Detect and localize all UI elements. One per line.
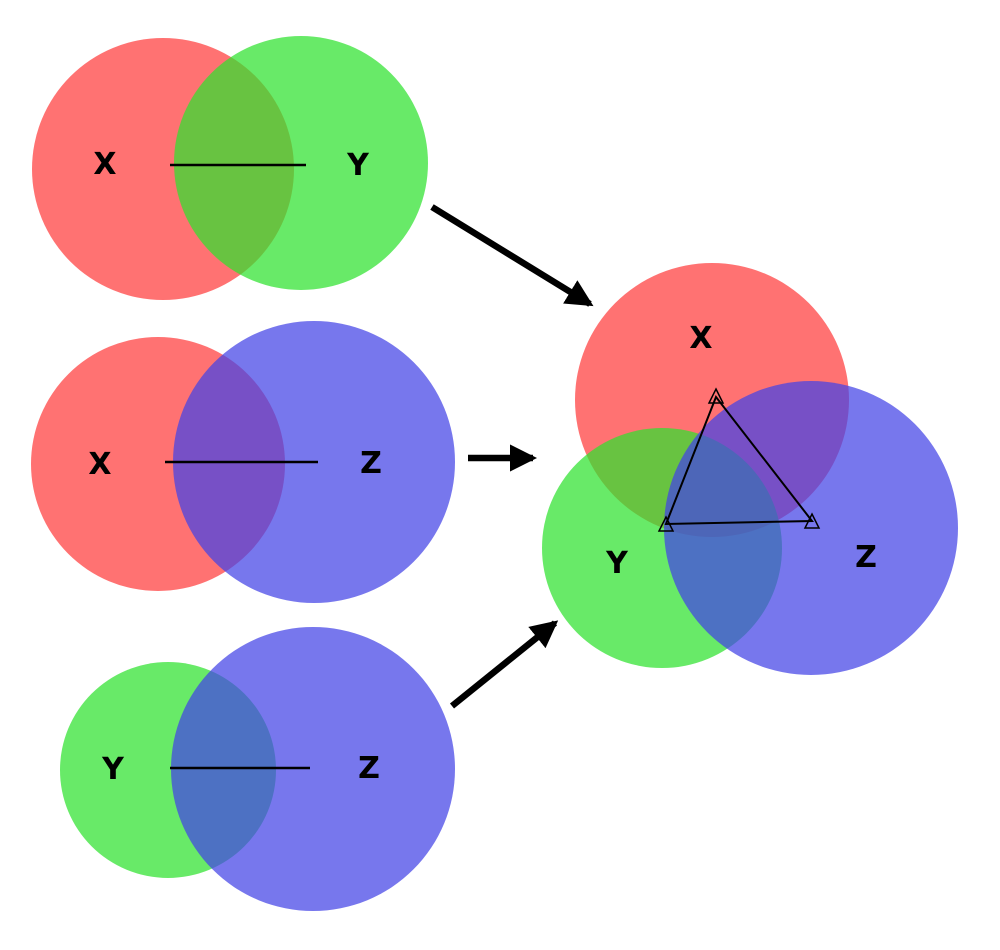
label-z: Z [358,751,380,786]
label-y: Y [346,148,370,183]
arrow-yz-to-merged [449,620,559,709]
set-circle-y [174,36,428,290]
arrow-xy-to-merged [430,204,594,307]
triangle-vertex-marker-right [803,512,821,529]
label-y: Y [605,546,629,581]
pair-diagram-x-z: X Z [31,321,455,603]
merged-venn-diagram: X Y Z [542,263,958,675]
label-x: X [689,321,712,356]
label-z: Z [855,540,877,575]
triangle-vertex-marker-top [707,387,725,404]
pair-diagram-y-z: Y Z [60,627,455,911]
set-circle-z [171,627,455,911]
triangle-vertex-marker-left [657,515,675,532]
label-z: Z [360,446,382,481]
center-triangle [664,394,815,526]
label-x: X [88,447,111,482]
label-x: X [93,147,116,182]
label-y: Y [101,752,125,787]
pair-diagram-x-y: X Y [32,36,428,300]
